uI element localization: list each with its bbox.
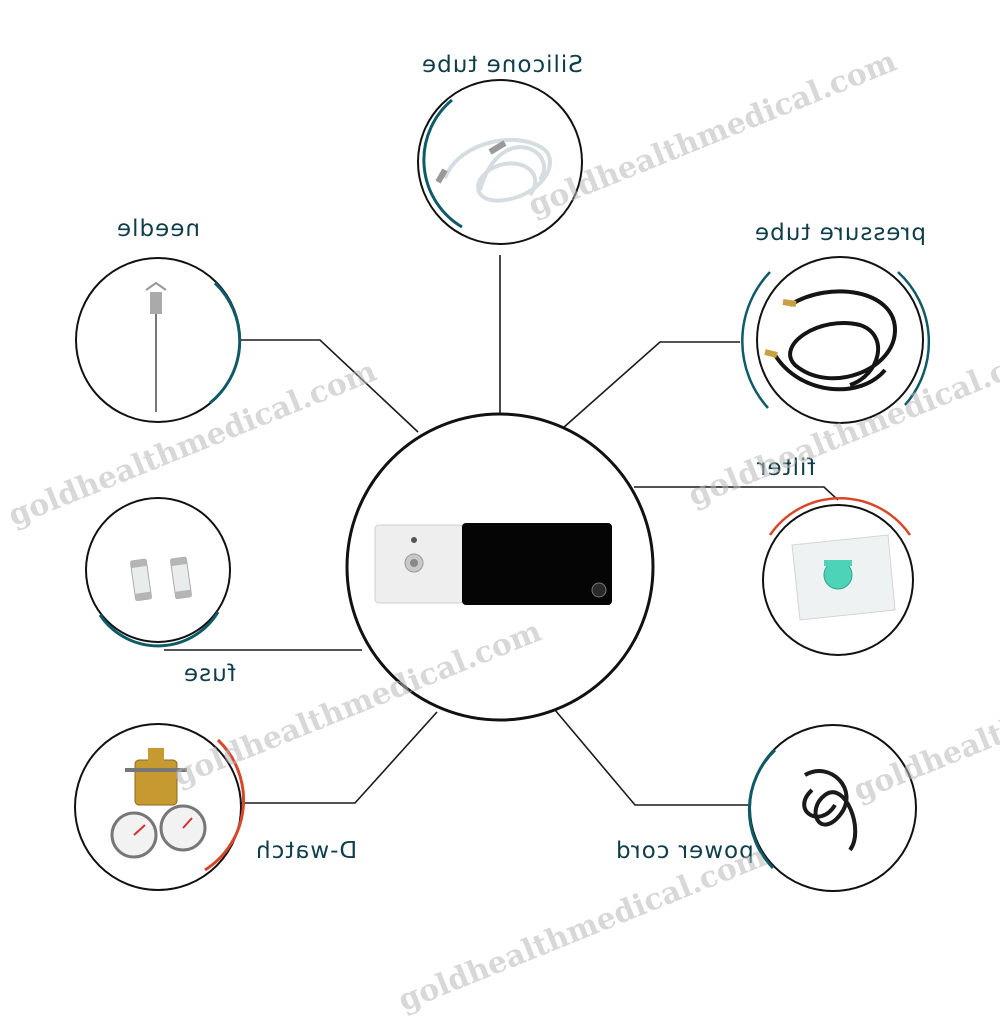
main-device-image bbox=[374, 523, 612, 605]
needle-arc bbox=[209, 281, 242, 405]
connector-needle bbox=[240, 339, 419, 433]
label-pressure-tube: pressure tube bbox=[754, 220, 927, 246]
silicone-tube-image bbox=[435, 137, 552, 203]
d-watch-arc bbox=[204, 738, 246, 872]
fuse-arc bbox=[98, 611, 220, 648]
needle-image bbox=[145, 281, 167, 412]
power-cord-image bbox=[802, 768, 858, 852]
filter-image bbox=[791, 534, 896, 621]
filter-arc bbox=[768, 496, 912, 536]
pressure-tube-image bbox=[764, 289, 898, 392]
d-watch-image bbox=[110, 748, 207, 859]
connector-power-cord bbox=[554, 709, 752, 806]
power-cord-arc bbox=[747, 748, 777, 870]
fuse-circle bbox=[85, 497, 231, 643]
pressure-tube-arc-right bbox=[897, 271, 931, 406]
connector-pressure-tube bbox=[562, 341, 740, 429]
silicone-tube-arc bbox=[422, 98, 463, 229]
connector-d-watch bbox=[240, 711, 438, 804]
label-d-watch: D-watch bbox=[255, 838, 358, 864]
fuse-image bbox=[130, 556, 192, 602]
connector-filter bbox=[634, 486, 839, 501]
label-silicone-tube: Silicone tube bbox=[421, 52, 583, 78]
silicone-tube-circle bbox=[417, 79, 583, 245]
label-needle: needle bbox=[116, 216, 201, 242]
pressure-tube-arc-left bbox=[741, 271, 771, 409]
label-fuse: fuse bbox=[183, 661, 236, 687]
